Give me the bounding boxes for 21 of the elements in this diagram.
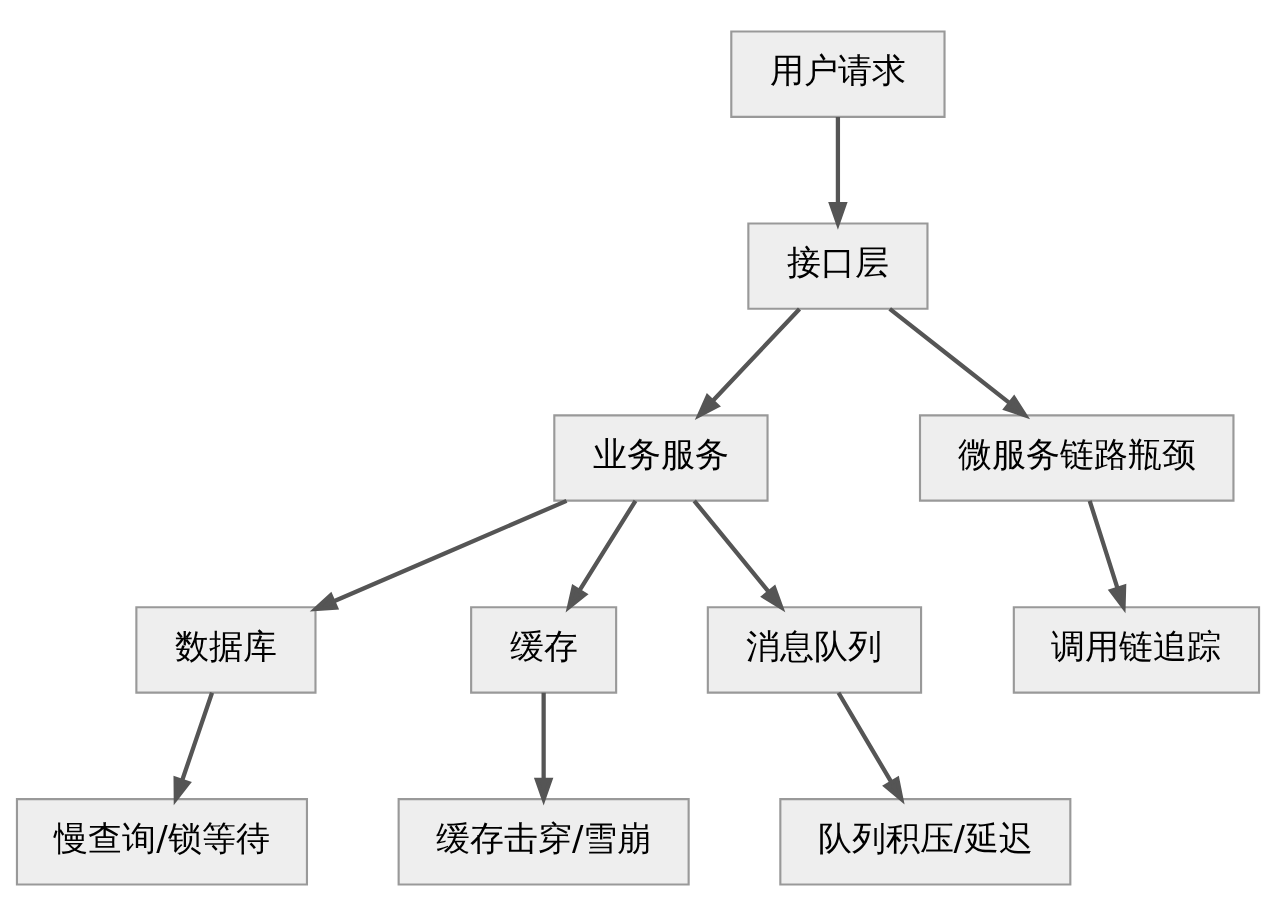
node-box: 用户请求 [730,30,946,118]
arrow [836,691,905,805]
arrow [888,307,1031,420]
arrow [565,499,638,613]
arrow [173,692,215,806]
arrow [1087,500,1127,614]
node-box: 缓存击穿/雪崩 [397,798,690,886]
node-box: 微服务链路瓶颈 [918,414,1235,502]
arrow [694,307,802,420]
node-box: 调用链追踪 [1012,606,1261,694]
node-box: 慢查询/锁等待 [15,798,308,886]
arrow [533,692,554,806]
node-box: 队列积压/延迟 [779,798,1072,886]
node-box: 消息队列 [706,606,923,694]
arrow [828,117,848,230]
node-box: 接口层 [747,222,929,310]
arrow [309,498,568,612]
arrow [692,499,786,613]
node-box: 数据库 [135,606,317,694]
node-box: 缓存 [470,606,618,694]
node-box: 业务服务 [553,414,769,502]
